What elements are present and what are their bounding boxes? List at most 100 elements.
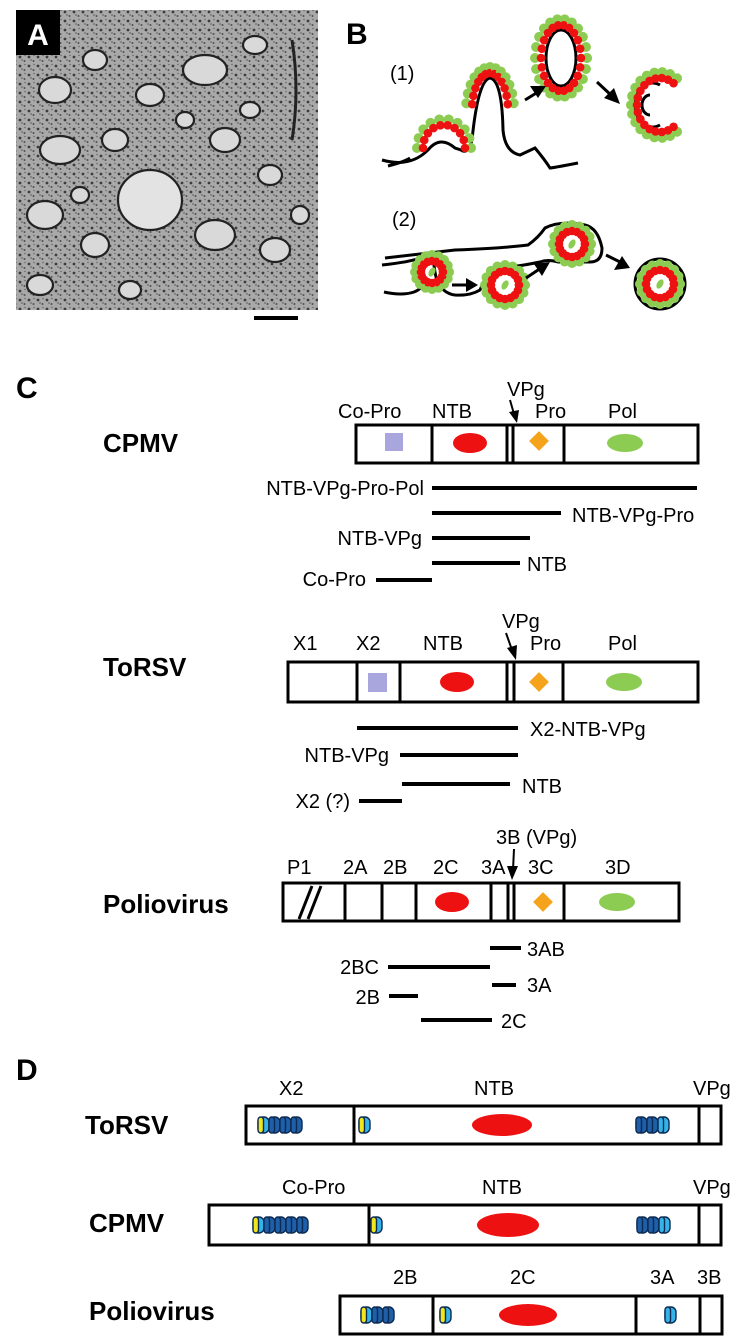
coat-red-subunit xyxy=(438,267,448,277)
d-torsv: ToRSV X2 NTB VPg xyxy=(85,1078,731,1146)
coat-green-subunit xyxy=(675,279,685,289)
polio-domain-2a: 2A xyxy=(343,857,368,879)
d-polio-name: Poliovirus xyxy=(89,1296,215,1326)
d-cpmv-name: CPMV xyxy=(89,1208,165,1238)
tm-helix xyxy=(252,1216,265,1234)
tm-helix xyxy=(268,1116,281,1134)
d-polio-domain-2c: 2C xyxy=(510,1267,536,1289)
coat-red-subunit xyxy=(469,91,478,101)
tm-segments xyxy=(635,1116,670,1134)
coat-red-subunit xyxy=(503,99,513,109)
tm-helix xyxy=(635,1116,648,1134)
coat-red-subunit xyxy=(633,108,643,117)
cpmv-polyprotein: CPMV Co-Pro NTB VPg Pro Pol xyxy=(103,379,700,591)
coat-red-subunit xyxy=(536,53,546,63)
coat-green-subunit xyxy=(655,259,665,269)
cpmv-product-label: NTB-VPg xyxy=(338,528,422,550)
coat-red-subunit xyxy=(423,128,433,138)
polio-domain-2c: 2C xyxy=(433,857,459,879)
polio-product-label: 2B xyxy=(356,987,380,1009)
coat-red-subunit xyxy=(575,62,585,72)
micrograph-vesicles xyxy=(25,34,311,301)
vesicle-core xyxy=(428,267,436,277)
tm-helix xyxy=(636,1216,649,1234)
d-cpmv-box xyxy=(207,1203,723,1247)
polio-domain-3c: 3C xyxy=(528,857,554,879)
d-torsv-ntb-ellipse xyxy=(472,1114,532,1136)
panel-b: B (1) (2) xyxy=(346,14,687,311)
coat-red-subunit xyxy=(500,83,509,93)
panel-b-letter: B xyxy=(346,18,368,51)
torsv-domain-pro: Pro xyxy=(530,633,561,655)
cpmv-pro-diamond xyxy=(529,431,549,451)
coat-green-subunit xyxy=(582,53,592,63)
d-torsv-domain-vpg: VPg xyxy=(693,1078,731,1100)
coat-green-subunit xyxy=(500,260,510,270)
coat-green-subunit xyxy=(412,143,422,153)
tm-helix xyxy=(296,1216,309,1234)
torsv-product-label: NTB-VPg xyxy=(305,745,389,767)
d-cpmv-domain-vpg: VPg xyxy=(693,1177,731,1199)
torsv-name: ToRSV xyxy=(103,652,187,682)
d-torsv-domain-ntb: NTB xyxy=(474,1078,514,1100)
coat-red-subunit xyxy=(443,121,452,130)
torsv-polyprotein: ToRSV X1 X2 NTB VPg Pro Pol xyxy=(103,611,700,813)
tm-helix xyxy=(371,1306,384,1324)
panel-c: C CPMV Co-Pro NTB VPg Pro Pol xyxy=(16,372,700,1033)
coat-red-subunit xyxy=(467,99,477,109)
d-polio-domain-2b: 2B xyxy=(393,1267,417,1289)
tm-helix xyxy=(658,1216,671,1234)
coat-green-subunit xyxy=(480,280,490,290)
coat-red-subunit xyxy=(455,128,465,138)
vesicle-core xyxy=(568,239,576,249)
tm-helix xyxy=(360,1306,373,1324)
tm-helix xyxy=(382,1306,395,1324)
polio-product-label: 2C xyxy=(501,1011,527,1033)
vesicle-1 xyxy=(544,28,578,88)
cpmv-product-label: Co-Pro xyxy=(303,569,366,591)
polio-domain-p1: P1 xyxy=(287,857,311,879)
cpmv-name: CPMV xyxy=(103,428,179,458)
cpmv-co-pro-square xyxy=(385,433,403,451)
tm-segments xyxy=(664,1306,677,1324)
tm-segments xyxy=(636,1216,671,1234)
torsv-domain-ntb: NTB xyxy=(423,633,463,655)
tm-helix xyxy=(263,1216,276,1234)
cpmv-product-label: NTB-VPg-Pro xyxy=(572,505,694,527)
d-torsv-box xyxy=(244,1104,723,1146)
panel-a-letter: A xyxy=(27,19,49,52)
coat-green-subunit xyxy=(586,239,596,249)
vesicle-core xyxy=(501,280,509,290)
protein-coat-2 xyxy=(410,220,685,310)
d-polio-domain-3b: 3B xyxy=(697,1267,721,1289)
panel-a: A xyxy=(16,10,318,320)
polio-domain-3a: 3A xyxy=(481,857,506,879)
tm-helix xyxy=(358,1116,371,1134)
coat-red-subunit xyxy=(573,35,583,45)
cpmv-box xyxy=(354,423,700,465)
d-polio-domain-3a: 3A xyxy=(650,1267,675,1289)
tm-helix xyxy=(274,1216,287,1234)
d-polio-box xyxy=(338,1294,724,1336)
tm-helix xyxy=(370,1216,383,1234)
cpmv-domain-pol: Pol xyxy=(608,401,637,423)
cpmv-domain-ntb: NTB xyxy=(432,401,472,423)
polio-2c-ellipse xyxy=(435,892,469,912)
torsv-domain-pol: Pol xyxy=(608,633,637,655)
torsv-product-label: X2-NTB-VPg xyxy=(530,719,646,741)
panel-b-label-2: (2) xyxy=(392,209,416,231)
cpmv-pol-ellipse xyxy=(607,434,643,452)
coat-red-subunit xyxy=(633,93,643,102)
coat-red-subunit xyxy=(502,91,511,101)
polio-domain-3b-vpg: 3B (VPg) xyxy=(496,827,577,849)
coat-red-subunit xyxy=(539,35,549,45)
coat-red-subunit xyxy=(537,62,547,72)
polio-box xyxy=(281,881,681,923)
coat-green-subunit xyxy=(466,143,476,153)
d-cpmv-domain-ntb: NTB xyxy=(482,1177,522,1199)
coat-red-subunit xyxy=(573,71,583,81)
coat-red-subunit xyxy=(651,74,660,83)
coat-red-subunit xyxy=(543,78,553,88)
torsv-domain-x2: X2 xyxy=(356,633,380,655)
